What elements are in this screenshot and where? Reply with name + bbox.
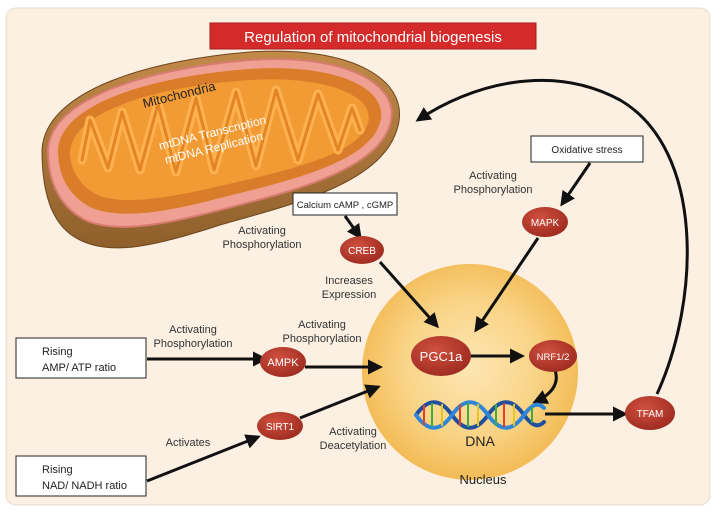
- ampk-phosphorylation-label: Phosphorylation: [283, 333, 362, 345]
- node-ampk: AMPK: [260, 347, 306, 377]
- ampk-activating-label: Activating: [298, 319, 346, 331]
- sirt-activating-label: Activating: [329, 426, 377, 438]
- amp-atp-input-box: Rising AMP/ ATP ratio: [15, 337, 147, 379]
- node-sirt1: SIRT1: [257, 412, 303, 440]
- oxidative-stress-box: Oxidative stress: [530, 135, 644, 163]
- dna-label: DNA: [465, 433, 495, 449]
- node-mapk: MAPK: [522, 207, 568, 237]
- nad-nadh-input-box: Rising NAD/ NADH ratio: [15, 455, 147, 497]
- amp-atp-line2: AMP/ ATP ratio: [42, 362, 116, 374]
- arrow-calcium-to-creb: [343, 215, 362, 240]
- node-mapk-label: MAPK: [531, 218, 560, 229]
- calcium-input-text: Calcium cAMP , cGMP: [297, 200, 393, 211]
- node-pgc1a-label: PGC1a: [420, 349, 463, 364]
- sirt-deacetylation-label: Deacetylation: [320, 440, 387, 452]
- arrow-nad-to-sirt1: [146, 434, 261, 483]
- diagram-title: Regulation of mitochondrial biogenesis: [244, 29, 502, 46]
- amp-phosphorylation-label: Phosphorylation: [154, 338, 233, 350]
- arrow-nrf-to-dna: [532, 369, 558, 404]
- node-pgc1a: PGC1a: [411, 336, 471, 376]
- arrows: [146, 78, 689, 483]
- creb-phosphorylation-label: Phosphorylation: [223, 239, 302, 251]
- mapk-phosphorylation-label: Phosphorylation: [454, 184, 533, 196]
- node-tfam-label: TFAM: [637, 409, 664, 420]
- title-banner: Regulation of mitochondrial biogenesis: [209, 22, 537, 50]
- increases-label: Increases: [325, 275, 373, 287]
- calcium-input-box: Calcium cAMP , cGMP: [292, 192, 398, 216]
- node-creb-label: CREB: [348, 246, 376, 257]
- dna-helix-icon: [414, 400, 546, 430]
- amp-atp-line1: Rising: [42, 346, 73, 358]
- expression-label: Expression: [322, 289, 376, 301]
- node-tfam: TFAM: [625, 396, 675, 430]
- arrow-sirt1-to-nucleus: [299, 384, 381, 420]
- oxidative-stress-text: Oxidative stress: [551, 145, 622, 156]
- node-sirt1-label: SIRT1: [266, 422, 295, 433]
- node-creb: CREB: [340, 236, 384, 264]
- nad-nadh-line2: NAD/ NADH ratio: [42, 480, 127, 492]
- amp-activating-label: Activating: [169, 324, 217, 336]
- nad-nadh-line1: Rising: [42, 464, 73, 476]
- node-ampk-label: AMPK: [267, 357, 299, 369]
- nucleus-label: Nucleus: [460, 472, 507, 487]
- node-nrf-label: NRF1/2: [537, 352, 570, 363]
- node-nrf: NRF1/2: [529, 340, 577, 372]
- arrow-mapk-to-pgc1a: [474, 237, 540, 333]
- mapk-activating-label: Activating: [469, 170, 517, 182]
- arrow-tfam-to-mitochondria: [415, 78, 689, 395]
- arrow-creb-to-pgc1a: [378, 261, 439, 329]
- mitochondrion-illustration: [41, 50, 400, 249]
- creb-activating-label: Activating: [238, 225, 286, 237]
- activates-label: Activates: [166, 437, 211, 449]
- arrow-oxidative-to-mapk: [560, 162, 592, 207]
- nucleus: [362, 264, 578, 480]
